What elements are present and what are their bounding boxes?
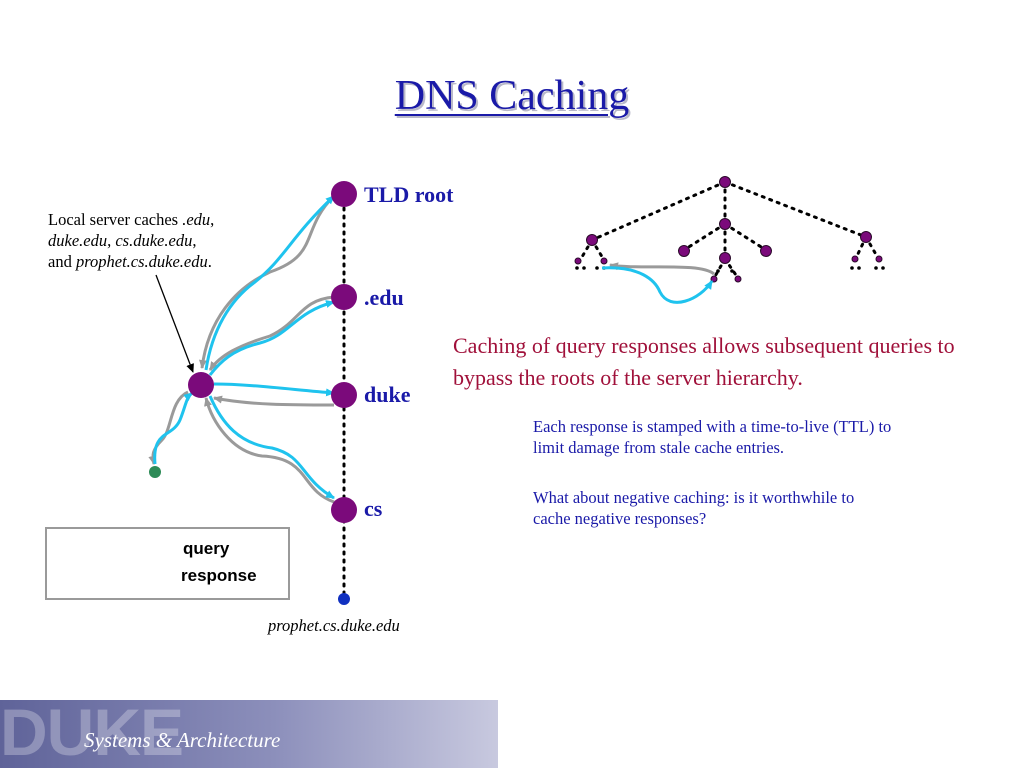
legend-query-label: query bbox=[183, 539, 230, 558]
local-server-caption: Local server caches .edu, duke.edu, cs.d… bbox=[48, 210, 215, 271]
footer-text: Systems & Architecture bbox=[84, 728, 281, 752]
caption-pointer-line bbox=[155, 274, 194, 373]
response-arrow-cs bbox=[204, 397, 335, 504]
edu-node bbox=[331, 284, 357, 310]
cs-node bbox=[331, 497, 357, 523]
legend: query response bbox=[45, 527, 290, 600]
negative-caching-point-text: What about negative caching: is it worth… bbox=[533, 488, 855, 528]
query-arrow-duke bbox=[213, 382, 335, 397]
main-point-text: Caching of query responses allows subseq… bbox=[453, 333, 955, 390]
response-arrow-client bbox=[148, 390, 189, 465]
slide-title: DNS Caching bbox=[394, 73, 630, 119]
response-arrow-root bbox=[199, 194, 336, 369]
mini-response-arrow bbox=[609, 262, 715, 276]
mini-query-arrow bbox=[601, 266, 714, 304]
prophet-leaf-label: prophet.cs.duke.edu bbox=[268, 616, 400, 635]
tld-root-label: TLD root bbox=[364, 182, 454, 207]
duke-logo: DUKE bbox=[0, 700, 184, 768]
client-node bbox=[149, 466, 161, 478]
duke-label: duke bbox=[364, 382, 411, 407]
legend-response-label: response bbox=[181, 566, 257, 585]
query-arrow-cs bbox=[208, 395, 335, 500]
mini-tree bbox=[577, 180, 880, 280]
local-server-node bbox=[188, 372, 214, 398]
edu-label: .edu bbox=[364, 285, 404, 310]
cs-label: cs bbox=[364, 496, 383, 521]
query-arrow-client bbox=[153, 391, 194, 465]
prophet-leaf-node bbox=[338, 593, 350, 605]
footer-band: DUKE Systems & Architecture bbox=[0, 700, 498, 768]
ttl-point-text: Each response is stamped with a time-to-… bbox=[533, 417, 892, 457]
response-arrow-duke bbox=[213, 395, 335, 407]
mini-tree-nodes bbox=[574, 176, 883, 283]
duke-node bbox=[331, 382, 357, 408]
query-arrow-root bbox=[204, 194, 336, 371]
tld-root-node bbox=[331, 181, 357, 207]
response-arrow-edu bbox=[208, 295, 335, 371]
query-arrow-edu bbox=[208, 300, 335, 376]
